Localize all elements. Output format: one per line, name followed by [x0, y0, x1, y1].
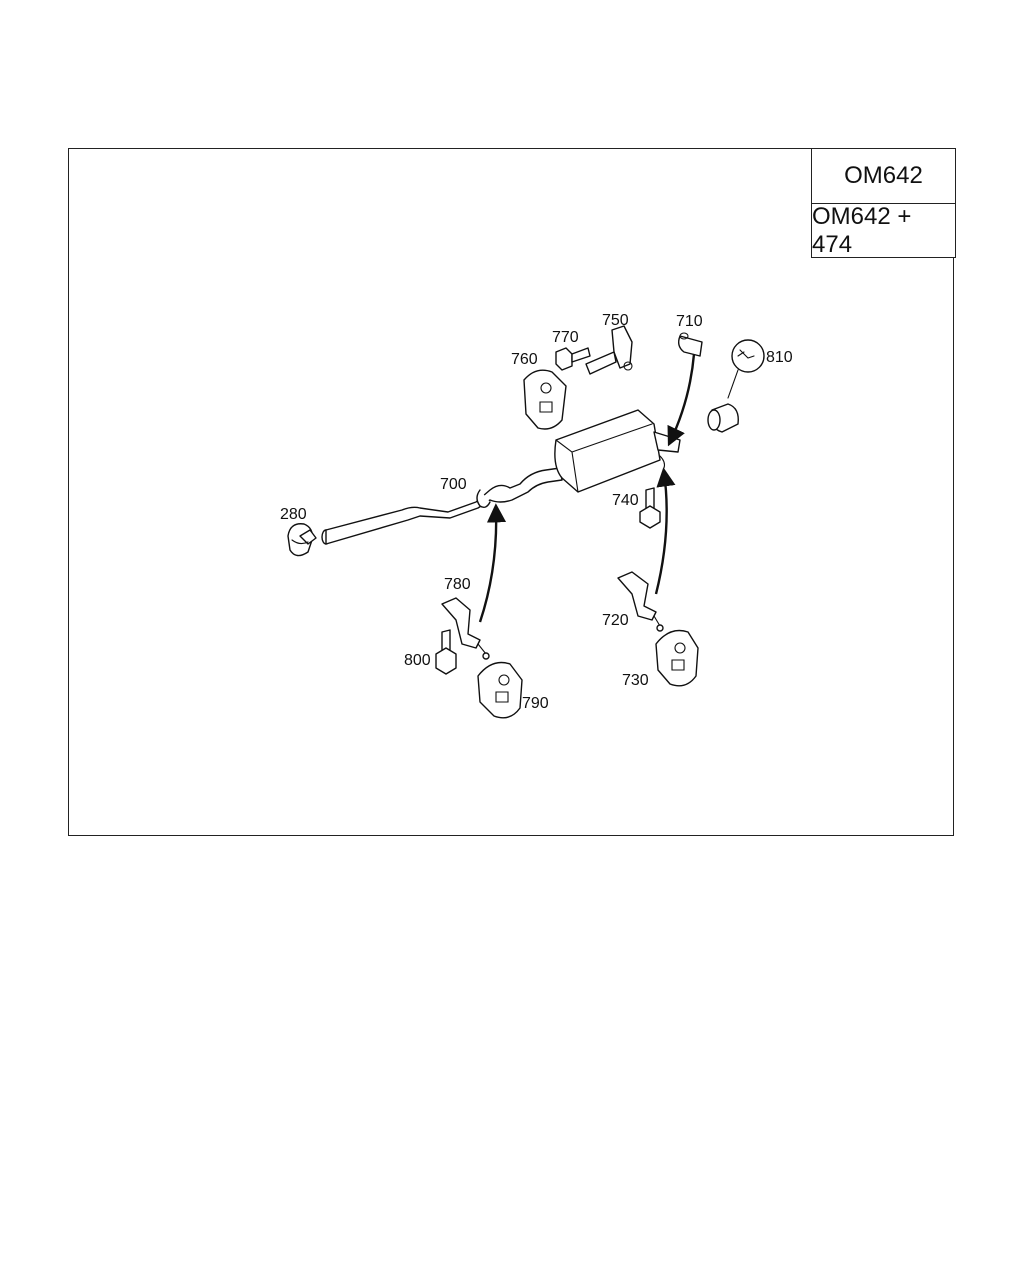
bracket-750	[585, 325, 633, 375]
part-label-750: 750	[602, 312, 629, 329]
part-label-780: 780	[444, 576, 471, 593]
wrench-symbol-810	[707, 339, 765, 433]
part-label-790: 790	[522, 695, 549, 712]
bolt-800	[435, 629, 457, 675]
part-label-740: 740	[612, 492, 639, 509]
hanger-bracket-720	[617, 571, 664, 632]
bolt-740	[639, 487, 661, 529]
part-label-280: 280	[280, 506, 307, 523]
model-variant-box: OM642 OM642 + 474	[811, 148, 956, 258]
part-label-700: 700	[440, 476, 467, 493]
model-variant-om642: OM642	[844, 162, 923, 189]
assembly-arrow-780	[478, 503, 507, 623]
hanger-bracket-780	[441, 597, 490, 660]
model-variant-om642-474: OM642 + 474	[812, 203, 955, 258]
assembly-arrow-710	[667, 353, 696, 447]
pipe-700	[321, 409, 681, 545]
part-label-800: 800	[404, 652, 431, 669]
part-label-770: 770	[552, 329, 579, 346]
part-label-720: 720	[602, 612, 629, 629]
part-label-810: 810	[766, 349, 793, 366]
bolt-770	[555, 347, 591, 371]
part-label-710: 710	[676, 313, 703, 330]
clamp-280	[287, 523, 317, 557]
assembly-arrow-720	[654, 467, 676, 595]
exhaust-tip-710	[677, 332, 703, 357]
part-label-760: 760	[511, 351, 538, 368]
part-label-730: 730	[622, 672, 649, 689]
rubber-mount-730	[655, 629, 699, 687]
diagram-frame	[68, 148, 954, 836]
rubber-mount-760	[523, 369, 567, 430]
rubber-mount-790	[477, 661, 523, 719]
